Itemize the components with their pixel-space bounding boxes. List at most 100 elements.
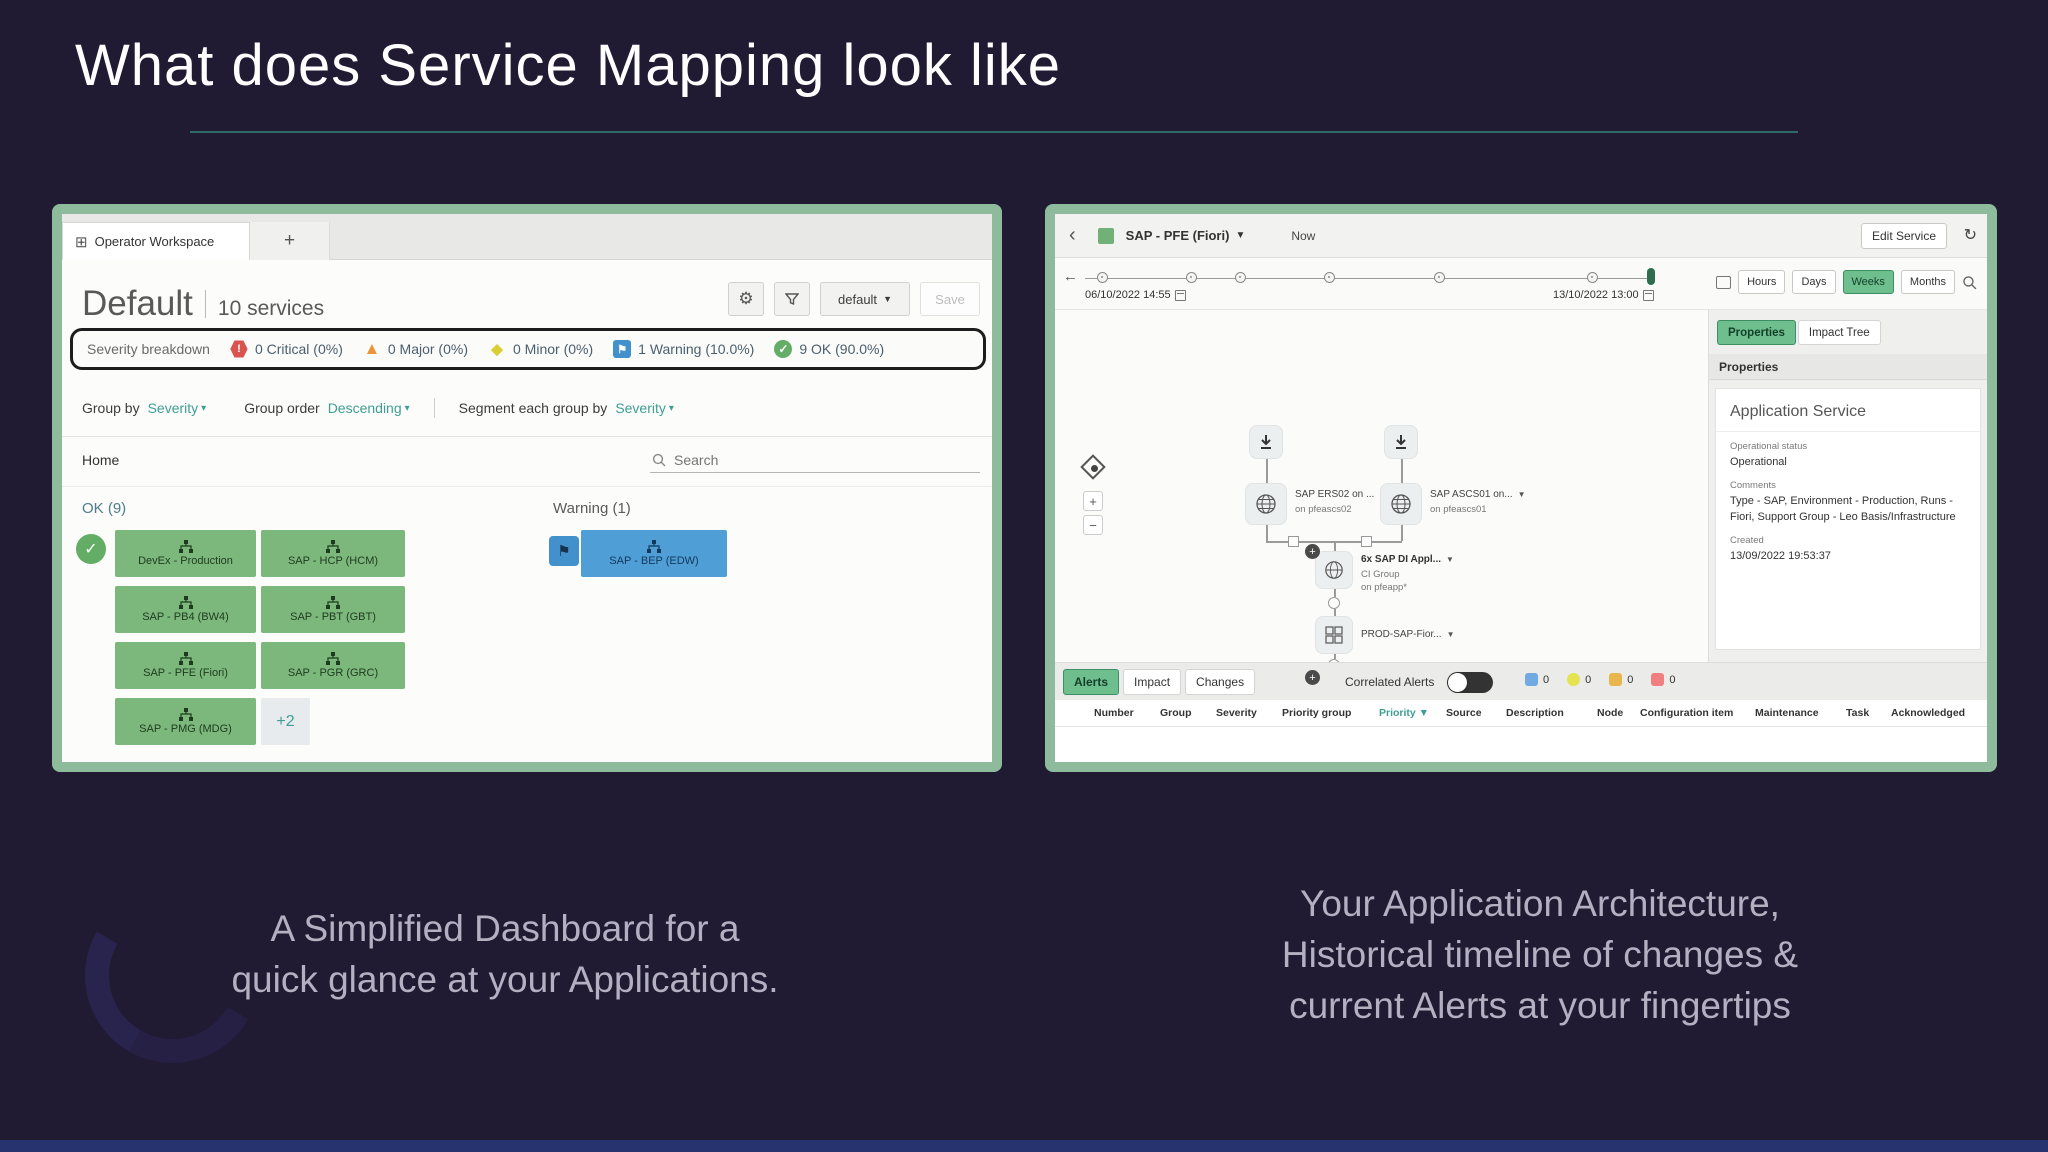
service-tile-warning[interactable]: SAP - BEP (EDW) <box>581 530 727 577</box>
column-node[interactable]: Node <box>1597 707 1624 719</box>
alerts-table-body-empty <box>1055 727 1987 762</box>
sitemap-icon <box>326 596 340 609</box>
service-tile[interactable]: SAP - HCP (HCM) <box>261 530 405 577</box>
tab-label: Alerts <box>1074 674 1109 689</box>
service-tile[interactable]: SAP - PMG (MDG) <box>115 698 256 745</box>
node-label-sap-di-group[interactable]: 6x SAP DI Appl...▼ CI Group on pfeapp* <box>1361 553 1454 595</box>
column-acknowledged[interactable]: Acknowledged <box>1891 707 1966 719</box>
chevron-down-icon[interactable]: ▼ <box>1235 230 1246 241</box>
service-tile[interactable]: SAP - PFE (Fiori) <box>115 642 256 689</box>
more-services-tile[interactable]: +2 <box>261 698 310 745</box>
service-tile[interactable]: SAP - PB4 (BW4) <box>115 586 256 633</box>
properties-sidebar: Properties Impact Tree Properties Applic… <box>1708 310 1987 662</box>
search-input[interactable] <box>674 452 954 468</box>
expand-group-badge[interactable]: + <box>1305 544 1320 559</box>
column-priority-sorted[interactable]: Priority ▼ <box>1379 707 1430 719</box>
chevron-down-icon[interactable]: ▼ <box>1446 555 1454 565</box>
refresh-icon[interactable]: ↻ <box>1963 227 1977 244</box>
tab-label: Operator Workspace <box>94 234 215 249</box>
node-sap-ascs01[interactable] <box>1380 483 1422 525</box>
workspace-tab-strip: ⊞ Operator Workspace + <box>62 214 992 260</box>
zoom-out-button[interactable]: − <box>1083 515 1103 535</box>
column-group[interactable]: Group <box>1160 707 1192 719</box>
range-days-button[interactable]: Days <box>1792 270 1836 294</box>
timeline-change-marker[interactable] <box>1587 272 1598 283</box>
node-sap-ers02[interactable] <box>1245 483 1287 525</box>
edge <box>1266 525 1268 541</box>
column-maintenance[interactable]: Maintenance <box>1755 707 1819 719</box>
node-prod-sap-fiori[interactable] <box>1315 616 1353 654</box>
end-date-text: 13/10/2022 13:00 <box>1553 289 1639 301</box>
column-source[interactable]: Source <box>1446 707 1482 719</box>
segment-select[interactable]: Severity ▾ <box>615 400 674 416</box>
operator-workspace-screenshot: ⊞ Operator Workspace + Default 10 servic… <box>52 204 1002 772</box>
chevron-down-icon[interactable]: ▼ <box>1446 630 1455 640</box>
pan-compass-control[interactable] <box>1080 454 1107 481</box>
search-box[interactable] <box>650 448 980 473</box>
entry-point-node[interactable] <box>1249 425 1283 459</box>
edge-connector-circle[interactable] <box>1328 597 1340 609</box>
breadcrumb-home[interactable]: Home <box>82 452 120 468</box>
alert-count-chips: 0 0 0 0 <box>1525 673 1676 686</box>
properties-section-header: Properties <box>1709 354 1987 380</box>
node-label-prod-sap-fiori[interactable]: PROD-SAP-Fior...▼ <box>1361 628 1455 643</box>
range-hours-button[interactable]: Hours <box>1738 270 1786 294</box>
service-tile[interactable]: SAP - PBT (GBT) <box>261 586 405 633</box>
edit-service-button[interactable]: Edit Service <box>1860 223 1947 249</box>
service-tile[interactable]: DevEx - Production <box>115 530 256 577</box>
expand-group-badge[interactable]: + <box>1305 670 1320 685</box>
alert-count-critical: 0 <box>1651 673 1676 686</box>
service-tile[interactable]: SAP - PGR (GRC) <box>261 642 405 689</box>
column-priority-group[interactable]: Priority group <box>1282 707 1352 719</box>
field-value: Operational <box>1730 456 1787 468</box>
column-description[interactable]: Description <box>1506 707 1564 719</box>
calendar-icon[interactable] <box>1174 289 1186 301</box>
tab-impact-tree[interactable]: Impact Tree <box>1797 320 1881 345</box>
range-weeks-button[interactable]: Weeks <box>1842 270 1894 294</box>
timeline-current-pin[interactable] <box>1647 268 1655 285</box>
timeline-back-arrow[interactable]: ← <box>1063 268 1078 285</box>
tab-properties[interactable]: Properties <box>1717 320 1796 345</box>
globe-icon <box>1391 494 1411 514</box>
edge-connector-square[interactable] <box>1288 536 1299 547</box>
entry-point-node[interactable] <box>1384 425 1418 459</box>
node-label-sap-ers02[interactable]: SAP ERS02 on ...▼ on pfeascs02 <box>1295 488 1387 516</box>
edge-connector-square[interactable] <box>1361 536 1372 547</box>
new-tab-button[interactable]: + <box>250 222 330 260</box>
tab-label: Changes <box>1196 674 1245 689</box>
node-sap-di-group[interactable] <box>1315 551 1353 589</box>
node-label-sap-ascs01[interactable]: SAP ASCS01 on...▼ on pfeascs01 <box>1430 488 1526 516</box>
tab-changes[interactable]: Changes <box>1185 668 1256 695</box>
column-configuration-item[interactable]: Configuration item <box>1640 707 1734 719</box>
sitemap-icon <box>647 540 661 553</box>
chevron-down-icon[interactable]: ▼ <box>1517 490 1526 500</box>
group-order-select[interactable]: Descending ▾ <box>328 400 410 416</box>
back-button[interactable]: ‹ <box>1069 224 1076 246</box>
settings-button[interactable]: ⚙ <box>728 282 764 316</box>
column-severity[interactable]: Severity <box>1216 707 1257 719</box>
timeline-change-marker[interactable] <box>1235 272 1246 283</box>
calendar-icon[interactable] <box>1642 289 1654 301</box>
correlated-alerts-toggle[interactable] <box>1447 672 1493 693</box>
timeline-change-marker[interactable] <box>1097 272 1108 283</box>
timeline-change-marker[interactable] <box>1324 272 1335 283</box>
column-task[interactable]: Task <box>1846 707 1870 719</box>
timeline-change-marker[interactable] <box>1186 272 1197 283</box>
column-number[interactable]: Number <box>1094 707 1134 719</box>
application-service-card: Application Service Operational status O… <box>1715 388 1981 650</box>
save-button[interactable]: Save <box>920 282 980 316</box>
critical-swatch <box>1651 673 1665 686</box>
range-months-button[interactable]: Months <box>1900 270 1955 294</box>
zoom-in-button[interactable]: + <box>1083 491 1103 511</box>
timeline-change-marker[interactable] <box>1434 272 1445 283</box>
tab-impact[interactable]: Impact <box>1123 668 1182 695</box>
window-icon[interactable] <box>1716 275 1732 289</box>
tab-label: Properties <box>1728 326 1785 339</box>
tab-operator-workspace[interactable]: ⊞ Operator Workspace <box>62 222 250 260</box>
service-name[interactable]: SAP - PFE (Fiori) <box>1125 228 1230 243</box>
group-by-select[interactable]: Severity ▾ <box>148 400 207 416</box>
view-dropdown[interactable]: default ▼ <box>820 282 910 316</box>
magnifier-icon[interactable] <box>1962 275 1977 290</box>
filter-button[interactable] <box>774 282 810 316</box>
tab-alerts[interactable]: Alerts <box>1063 668 1120 695</box>
